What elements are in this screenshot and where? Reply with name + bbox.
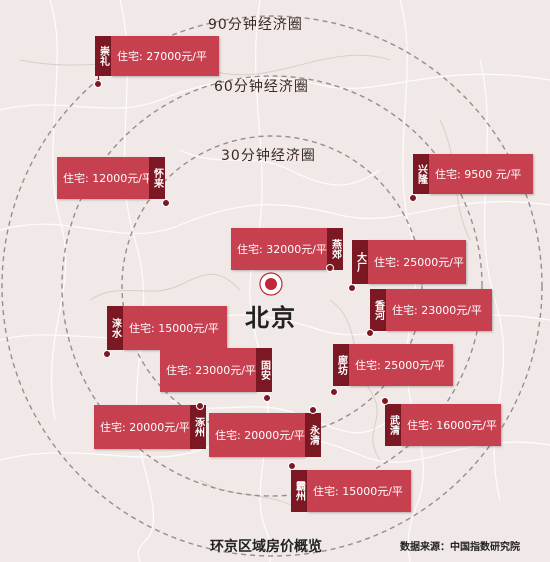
callout-name: 永清 [305, 413, 321, 457]
callout-xinglong: 兴隆 住宅: 9500 元/平 [413, 154, 533, 194]
callout-name: 怀来 [149, 157, 165, 199]
location-pin-icon [348, 284, 356, 292]
callout-yongqing: 住宅: 20000元/平 永清 [209, 413, 321, 457]
ring-label-30: 30分钟经济圈 [221, 148, 316, 164]
callout-zhuozhou: 住宅: 20000元/平 涿州 [94, 405, 206, 449]
callout-langfang: 廊坊 住宅: 25000元/平 [333, 344, 453, 386]
location-pin-icon [326, 264, 334, 272]
name-text: 崇礼 [97, 46, 109, 66]
callout-price: 住宅: 25000元/平 [349, 344, 453, 386]
location-pin-icon [162, 199, 170, 207]
callout-guan: 住宅: 23000元/平 固安 [160, 348, 272, 392]
ring-90 [1, 15, 543, 557]
callout-price: 住宅: 23000元/平 [386, 289, 492, 331]
callout-price: 住宅: 23000元/平 [160, 348, 256, 392]
location-pin-icon [94, 80, 102, 88]
callout-name: 霸州 [291, 470, 307, 512]
callout-name: 涿州 [190, 405, 206, 449]
name-text: 武清 [387, 415, 399, 435]
name-text: 霸州 [293, 481, 305, 501]
location-pin-icon [366, 329, 374, 337]
callout-name: 涞水 [107, 306, 123, 350]
beijing-marker-icon [259, 272, 283, 296]
name-text: 廊坊 [335, 355, 347, 375]
location-pin-icon [381, 397, 389, 405]
callout-name: 兴隆 [413, 154, 429, 194]
ring-label-90: 90分钟经济圈 [208, 17, 303, 33]
callout-bazhou: 霸州 住宅: 15000元/平 [291, 470, 411, 512]
callout-wuqing: 武清 住宅: 16000元/平 [385, 404, 501, 446]
callout-price: 住宅: 15000元/平 [123, 306, 227, 350]
callout-price: 住宅: 16000元/平 [401, 404, 501, 446]
location-pin-icon [263, 394, 271, 402]
name-text: 涞水 [109, 318, 121, 338]
location-pin-icon [103, 350, 111, 358]
callout-chongli: 崇礼 住宅: 27000元/平 [95, 36, 219, 76]
callout-name: 崇礼 [95, 36, 111, 76]
data-source: 数据来源：中国指数研究院 [400, 542, 520, 553]
location-pin-icon [196, 402, 204, 410]
callout-name: 武清 [385, 404, 401, 446]
callout-stem [98, 76, 99, 82]
callout-price: 住宅: 15000元/平 [307, 470, 411, 512]
callout-laishui: 涞水 住宅: 15000元/平 [107, 306, 227, 350]
ring-label-60: 60分钟经济圈 [214, 79, 309, 95]
callout-yanjiao: 住宅: 32000元/平 燕郊 [231, 228, 343, 270]
callout-huailai: 住宅: 12000元/平 怀来 [57, 157, 165, 199]
callout-name: 大厂 [352, 240, 368, 284]
name-text: 涿州 [192, 417, 204, 437]
callout-price: 住宅: 32000元/平 [231, 228, 327, 270]
callout-name: 固安 [256, 348, 272, 392]
callout-name: 燕郊 [327, 228, 343, 270]
location-pin-icon [330, 388, 338, 396]
name-text: 兴隆 [415, 164, 427, 184]
beijing-label: 北京 [245, 304, 297, 332]
callout-name: 廊坊 [333, 344, 349, 386]
name-text: 怀来 [151, 168, 163, 188]
name-text: 香河 [372, 300, 384, 320]
name-text: 固安 [258, 360, 270, 380]
location-pin-icon [288, 462, 296, 470]
location-pin-icon [309, 406, 317, 414]
callout-price: 住宅: 9500 元/平 [429, 154, 533, 194]
callout-price: 住宅: 12000元/平 [57, 157, 153, 199]
callout-name: 香河 [370, 289, 386, 331]
location-pin-icon [409, 194, 417, 202]
ring-60 [61, 75, 483, 497]
name-text: 燕郊 [329, 239, 341, 259]
callout-price: 住宅: 25000元/平 [368, 240, 466, 284]
callout-price: 住宅: 27000元/平 [111, 36, 219, 76]
callout-dachang: 大厂 住宅: 25000元/平 [352, 240, 466, 284]
callout-xianghe: 香河 住宅: 23000元/平 [370, 289, 492, 331]
name-text: 永清 [307, 425, 319, 445]
name-text: 大厂 [354, 252, 366, 272]
callout-price: 住宅: 20000元/平 [209, 413, 305, 457]
callout-price: 住宅: 20000元/平 [94, 405, 190, 449]
map-title: 环京区域房价概览 [210, 539, 322, 555]
